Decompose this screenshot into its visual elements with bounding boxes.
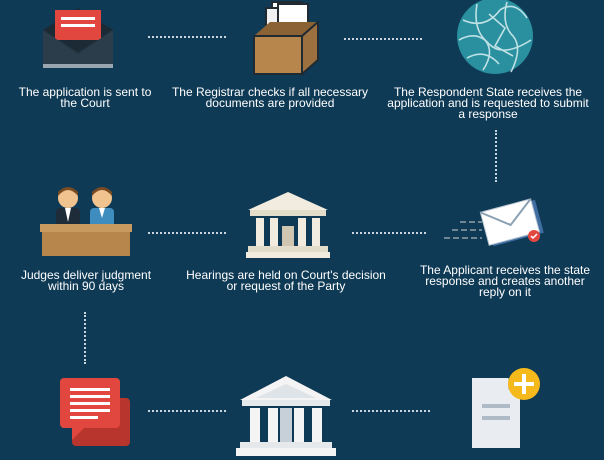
connector-5-6 [148, 232, 226, 234]
judges-bench-icon [40, 187, 132, 256]
government-building-icon [236, 376, 336, 456]
add-document-icon [472, 368, 540, 448]
chat-bubbles-icon [60, 378, 130, 446]
step-hearings: Hearings are held on Court's decision or… [186, 268, 386, 293]
connector-2-3 [344, 38, 422, 40]
globe-icon [457, 0, 533, 74]
connector-1-2 [148, 36, 226, 38]
step-respondent-receives: The Respondent State receives the applic… [387, 85, 589, 121]
connector-7-8 [148, 410, 226, 412]
connector-3-4 [495, 130, 497, 182]
step-application-sent: The application is sent to the Court [18, 85, 152, 110]
step-registrar-checks: The Registrar checks if all necessary do… [171, 85, 369, 110]
courthouse-icon [246, 192, 330, 258]
mail-sent-icon [444, 198, 544, 247]
step-applicant-receives: The Applicant receives the state respons… [419, 263, 591, 299]
document-box-icon [253, 1, 319, 77]
open-envelope-icon [43, 8, 113, 68]
connector-4-5 [352, 232, 426, 234]
step-judgment: Judges deliver judgment within 90 days [20, 268, 152, 293]
connector-6-7 [84, 312, 86, 364]
connector-8-9 [352, 410, 430, 412]
